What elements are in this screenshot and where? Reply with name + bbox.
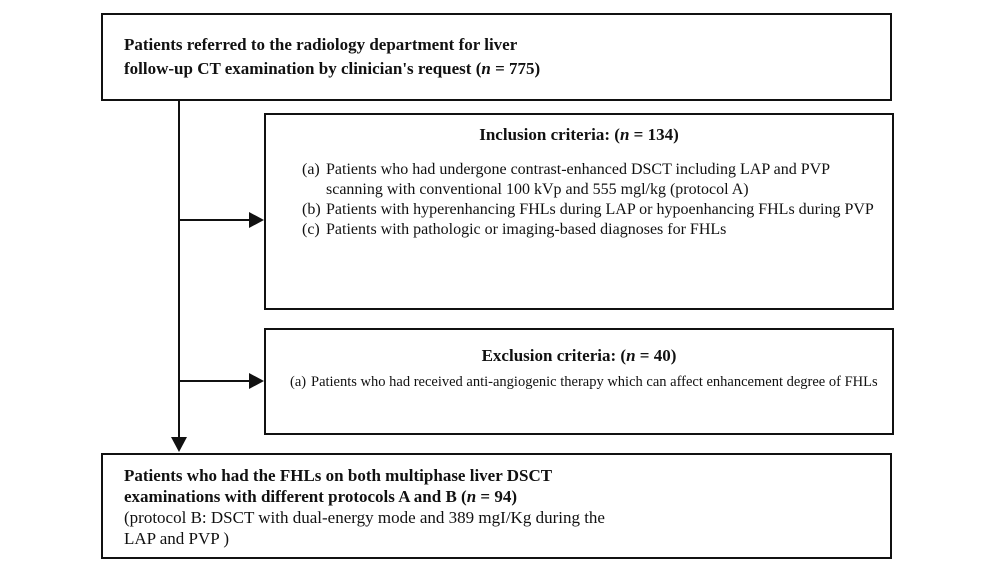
referred-line-1: Patients referred to the radiology depar…	[124, 35, 518, 54]
item-marker: (a)	[290, 374, 307, 390]
exclusion-list: (a)Patients who had received anti-angiog…	[290, 373, 880, 392]
referred-line-2: follow-up CT examination by clinician's …	[124, 59, 540, 78]
inclusion-title: Inclusion criteria: (n = 134)	[266, 125, 892, 145]
protocol-b-note-line-2: LAP and PVP )	[124, 529, 229, 548]
arrowhead-to-exclusion	[249, 373, 264, 389]
item-text: Patients who had undergone contrast-enha…	[326, 161, 830, 198]
exclusion-criteria-box: Exclusion criteria: (n = 40) (a)Patients…	[264, 328, 894, 435]
inclusion-criteria-box: Inclusion criteria: (n = 134) (a) Patient…	[264, 113, 894, 310]
exclusion-item-a: (a)Patients who had received anti-angiog…	[290, 373, 880, 392]
inclusion-title-text: Inclusion criteria: (	[479, 125, 620, 144]
arrowhead-to-bottom-box	[171, 437, 187, 452]
n-symbol: n	[481, 59, 491, 78]
item-marker: (b)	[302, 201, 321, 218]
item-marker: (a)	[302, 161, 320, 178]
item-marker: (c)	[302, 221, 320, 238]
protocol-b-note-line-1: (protocol B: DSCT with dual-energy mode …	[124, 508, 605, 527]
protocol-b-note: (protocol B: DSCT with dual-energy mode …	[124, 507, 890, 549]
referred-patients-box: Patients referred to the radiology depar…	[101, 13, 892, 101]
referred-count: = 775)	[490, 59, 541, 78]
item-text: Patients with pathologic or imaging-base…	[326, 221, 727, 238]
inclusion-item-a: (a) Patients who had undergone contrast-e…	[302, 160, 882, 200]
referred-line-2-text: follow-up CT examination by clinician's …	[124, 59, 482, 78]
inclusion-count: = 134)	[629, 125, 679, 144]
final-cohort-line-2: examinations with different protocols A …	[124, 487, 517, 506]
referred-patients-text: Patients referred to the radiology depar…	[124, 33, 890, 81]
final-cohort-count: = 94)	[476, 487, 518, 506]
n-symbol: n	[466, 487, 477, 506]
item-text: Patients with hyperenhancing FHLs during…	[326, 201, 874, 218]
exclusion-count: = 40)	[635, 346, 677, 365]
item-text: Patients who had received anti-angiogeni…	[311, 374, 878, 390]
inclusion-list: (a) Patients who had undergone contrast-e…	[302, 160, 882, 240]
inclusion-item-b: (b) Patients with hyperenhancing FHLs dur…	[302, 200, 882, 220]
n-symbol: n	[619, 125, 630, 144]
inclusion-item-c: (c) Patients with pathologic or imaging-b…	[302, 220, 882, 240]
final-cohort-line-2-text: examinations with different protocols A …	[124, 487, 467, 506]
n-symbol: n	[626, 346, 636, 365]
exclusion-title-text: Exclusion criteria: (	[481, 346, 627, 365]
final-cohort-line-1: Patients who had the FHLs on both multip…	[124, 466, 553, 485]
final-cohort-box: Patients who had the FHLs on both multip…	[101, 453, 892, 559]
final-cohort-heading: Patients who had the FHLs on both multip…	[124, 465, 890, 507]
arrowhead-to-inclusion	[249, 212, 264, 228]
exclusion-title: Exclusion criteria: (n = 40)	[266, 346, 892, 366]
